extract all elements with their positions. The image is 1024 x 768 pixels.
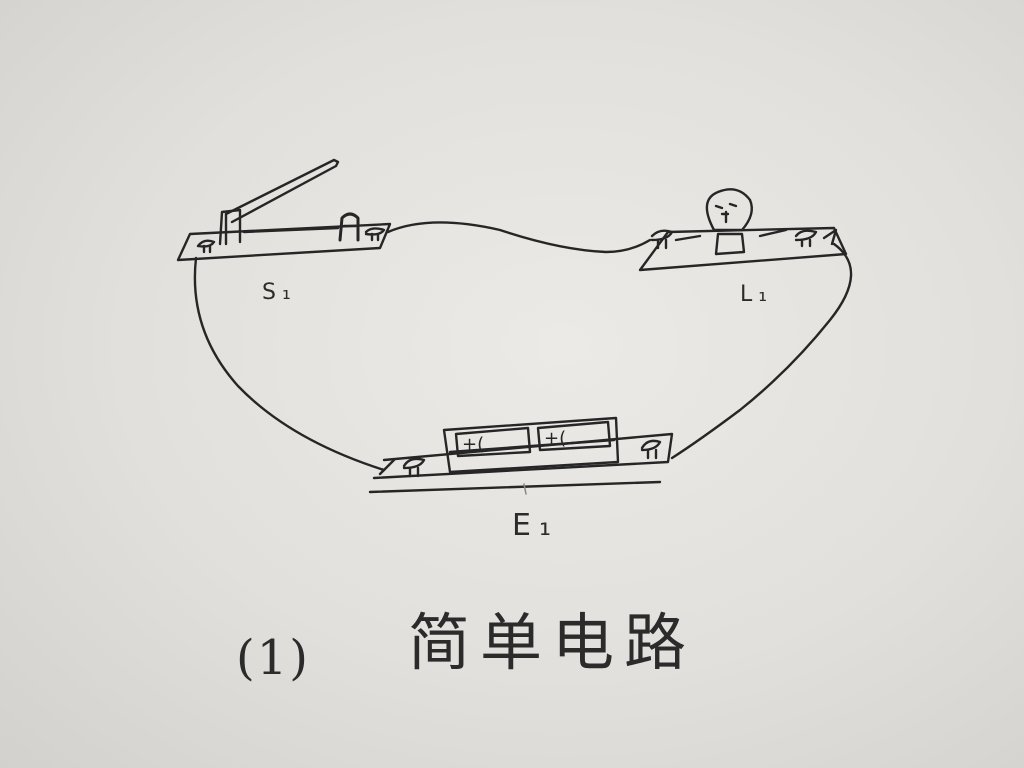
battery-terminal-left [402,457,426,478]
battery-cell-1 [454,426,532,458]
figure-title: 简单电路 [408,606,697,679]
switch-clip [338,212,360,242]
lamp-terminal-right [794,229,818,248]
switch-hinge-post [218,208,242,246]
lamp-label: L₁ [740,282,774,307]
battery-cell-2 [536,420,612,452]
wires [193,221,853,472]
switch-s1 [176,158,392,262]
switch-blade [224,158,340,224]
wire-switch-to-lamp [386,221,652,254]
switch-terminal-left [196,239,216,254]
switch-base-board [176,222,392,262]
wire-lamp-to-battery [670,242,853,460]
figure-number: (1) [236,630,310,686]
wire-switch-to-battery [193,256,386,472]
battery-cell-mark-2: +( [544,428,566,449]
battery-holder [442,416,620,474]
battery-label: E₁ [512,508,559,543]
lamp-bulb [705,188,753,232]
switch-label: S₁ [262,280,297,305]
lamp-l1 [638,188,848,272]
battery-base-board [368,432,674,494]
switch-terminal-right [364,227,386,242]
battery-e1: +( +( [368,416,674,495]
battery-cell-mark-1: +( [462,434,484,455]
lamp-base-board [638,226,848,272]
lamp-terminal-left [650,229,674,250]
battery-terminal-right [640,439,662,460]
